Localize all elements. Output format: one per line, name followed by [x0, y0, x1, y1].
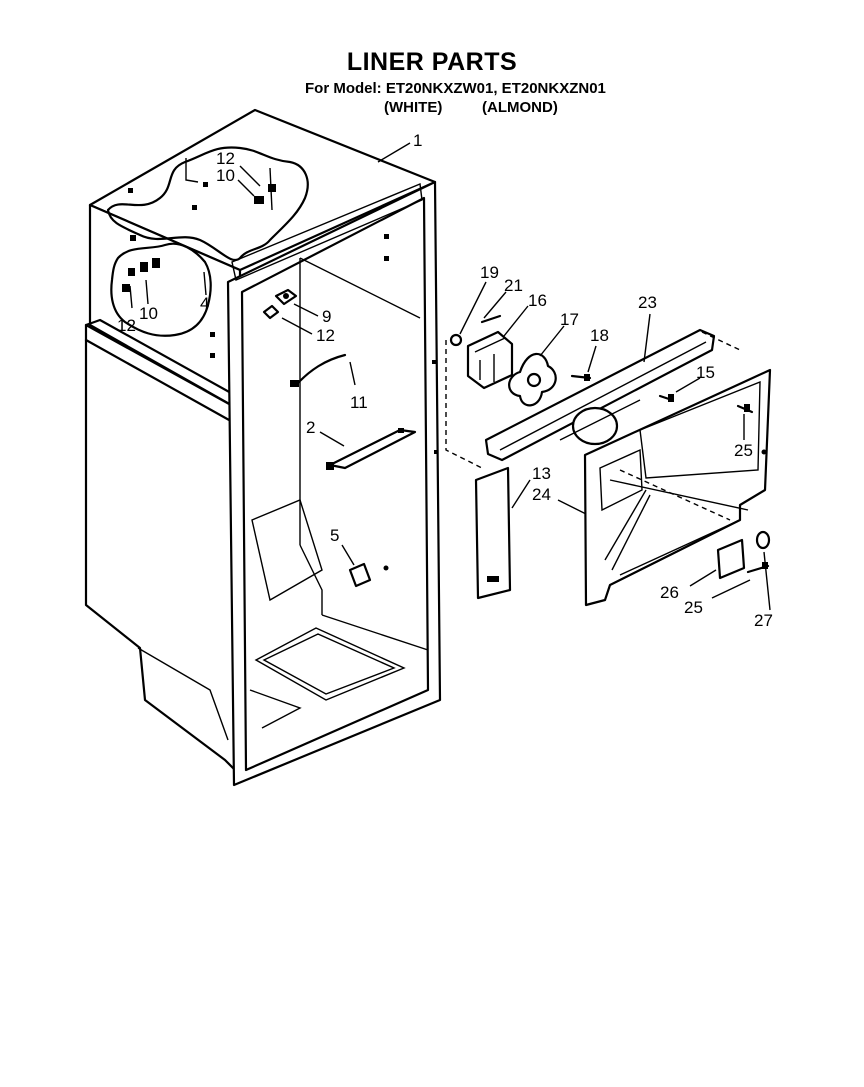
callout-12-top: 12 — [216, 149, 235, 168]
callout-12-left: 12 — [117, 316, 136, 335]
callout-27: 27 — [754, 611, 773, 630]
callout-5: 5 — [330, 526, 339, 545]
bracket-5 — [348, 562, 389, 588]
air-duct-23 — [484, 328, 716, 462]
callout-10-left: 10 — [139, 304, 158, 323]
evaporator-cover-24 — [583, 368, 772, 607]
grille-13 — [474, 466, 512, 600]
callout-1: 1 — [413, 131, 422, 150]
callout-17: 17 — [560, 310, 579, 329]
callout-21: 21 — [504, 276, 523, 295]
model-numbers: For Model: ET20NKXZW01, ET20NKXZN01 — [305, 80, 606, 97]
callout-9: 9 — [322, 307, 331, 326]
variant-almond: (ALMOND) — [482, 99, 558, 116]
callout-19: 19 — [480, 263, 499, 282]
fan-motor-assembly — [449, 314, 592, 407]
callout-15: 15 — [696, 363, 715, 382]
wire-harness-side — [110, 242, 212, 337]
callout-10-top: 10 — [216, 166, 235, 185]
callout-25-lower: 25 — [684, 598, 703, 617]
screw-15 — [658, 394, 674, 402]
callout-11: 11 — [350, 393, 368, 412]
callout-2: 2 — [306, 418, 315, 437]
callout-16: 16 — [528, 291, 547, 310]
liner-cabinet — [84, 108, 442, 787]
callout-18: 18 — [590, 326, 609, 345]
callout-labels: 1 12 10 12 10 4 9 12 11 2 5 19 21 16 17 … — [117, 131, 773, 630]
diagram-title: LINER PARTS — [346, 48, 518, 76]
clips-10-12-left — [122, 262, 148, 292]
callout-25-upper: 25 — [734, 441, 753, 460]
cover-26 — [716, 538, 746, 580]
thermostat-clip-9 — [274, 288, 298, 306]
clip-12 — [262, 304, 280, 320]
callout-12-mid: 12 — [316, 326, 335, 345]
callout-4: 4 — [200, 294, 209, 313]
variant-white: (WHITE) — [384, 99, 443, 116]
callout-23: 23 — [638, 293, 657, 312]
screw-25-upper — [736, 404, 754, 414]
callout-leaders — [129, 142, 771, 611]
clips-10-12-top — [254, 184, 276, 204]
sensor-wire-11 — [290, 353, 347, 387]
callout-26: 26 — [660, 583, 679, 602]
callout-13: 13 — [532, 464, 551, 483]
dashed-assembly-lines — [445, 331, 741, 521]
callout-24: 24 — [532, 485, 551, 504]
light-socket-2 — [326, 428, 417, 470]
plug-27 — [755, 530, 771, 550]
